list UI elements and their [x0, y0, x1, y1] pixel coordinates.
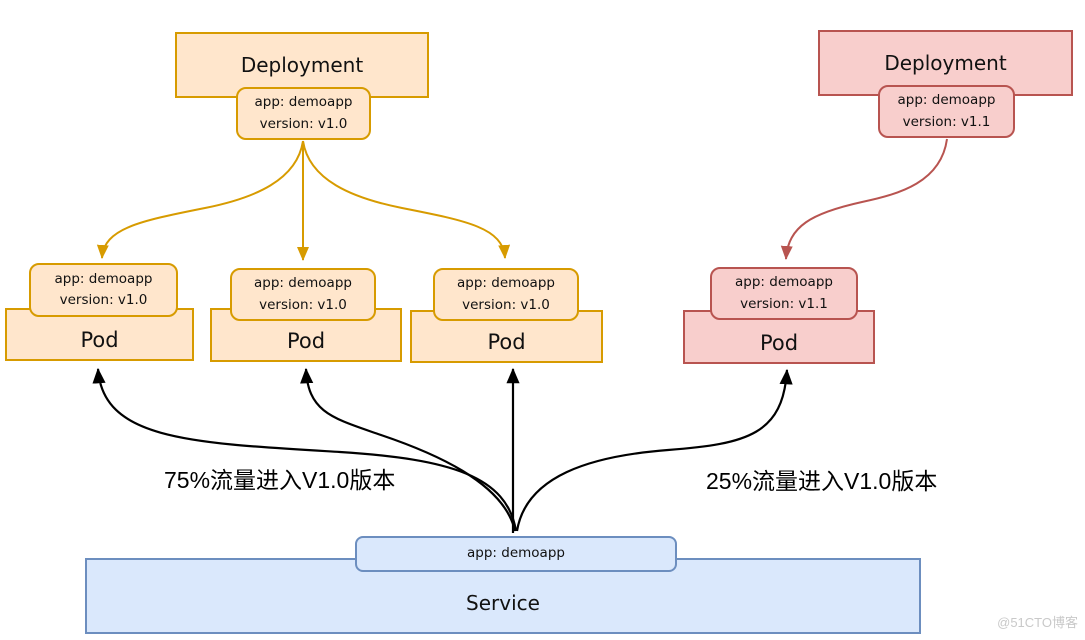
watermark-51cto: @51CTO博客: [997, 615, 1078, 630]
arrow-service-to-pod4: [515, 368, 793, 532]
pod1-label-app: app: demoapp: [54, 270, 153, 287]
deployment-v10-title: Deployment: [240, 53, 364, 77]
deployment-v11-node: Deployment: [818, 30, 1073, 96]
deployment-v11-label-app: app: demoapp: [897, 92, 996, 108]
service-selector-badge: app: demoapp: [355, 536, 677, 572]
pod4-label-badge: app: demoapp version: v1.1: [710, 267, 858, 320]
pod2-label-version: version: v1.0: [259, 296, 347, 313]
pod2-label-app: app: demoapp: [254, 275, 352, 291]
arrow-service-to-pod1: [92, 367, 518, 532]
pod3-title: Pod: [487, 330, 526, 354]
pod1-title: Pod: [80, 328, 119, 352]
service-title: Service: [466, 591, 540, 615]
deployment-v11-title: Deployment: [884, 51, 1007, 75]
pod4-label-version: version: v1.1: [740, 295, 828, 312]
pod4-title: Pod: [759, 331, 799, 355]
pod2-label-badge: app: demoapp version: v1.0: [230, 268, 376, 321]
deployment-v10-label-app: app: demoapp: [254, 94, 353, 110]
pod1-label-badge: app: demoapp version: v1.0: [29, 263, 178, 317]
arrow-deploy-v11-to-pod4: [780, 138, 948, 260]
deployment-v11-label-badge: app: demoapp version: v1.1: [878, 85, 1015, 138]
pod4-label-app: app: demoapp: [735, 274, 833, 290]
pod2-title: Pod: [286, 329, 326, 353]
pod3-label-badge: app: demoapp version: v1.0: [433, 268, 579, 321]
deployment-v10-label-badge: app: demoapp version: v1.0: [236, 87, 371, 140]
arrow-deploy-v10-to-pod1: [96, 140, 304, 259]
traffic-annotation-v10: 75%流量进入V1.0版本: [164, 467, 396, 493]
arrow-deploy-v10-to-pod3: [302, 140, 511, 259]
service-selector-label: app: demoapp: [467, 545, 565, 562]
deployment-v11-label-version: version: v1.1: [902, 113, 991, 130]
pod3-label-version: version: v1.0: [462, 296, 550, 313]
arrow-service-to-pod2: [300, 367, 517, 532]
traffic-annotation-v11: 25%流量进入V1.0版本: [706, 468, 938, 494]
deployment-v10-label-version: version: v1.0: [259, 115, 348, 132]
pod1-label-version: version: v1.0: [59, 292, 148, 308]
pod3-label-app: app: demoapp: [457, 275, 555, 291]
